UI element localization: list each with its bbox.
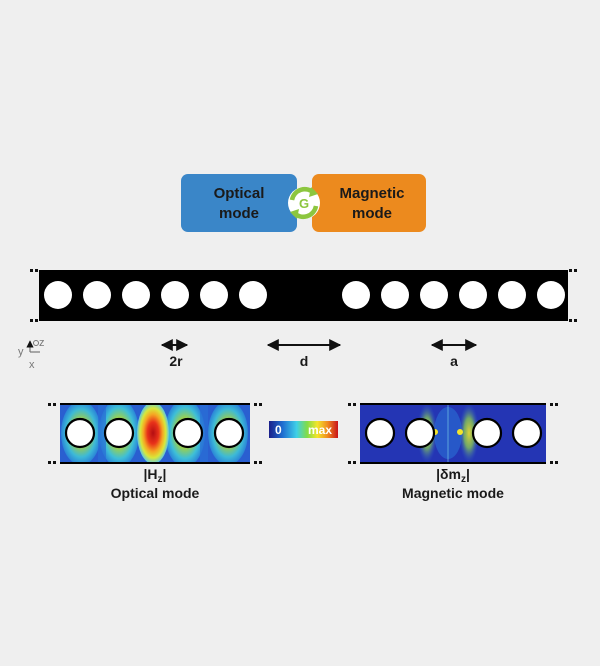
magnetic-mode-caption: Magnetic mode [402, 485, 504, 501]
magnetic-panel-dots [348, 403, 558, 464]
waveguide-hole [161, 281, 189, 309]
coupling-g-label: G [299, 196, 309, 211]
waveguide-hole [498, 281, 526, 309]
magnetic-mode-panel: |δmz| Magnetic mode [348, 403, 558, 501]
field-panel-hole [172, 417, 204, 449]
axes-indicator: y z x [18, 337, 45, 371]
field-panel-hole [471, 417, 503, 449]
colorbar-max-label: max [308, 423, 332, 437]
field-panel-hole [213, 417, 245, 449]
field-panel-hole [364, 417, 396, 449]
waveguide-hole [381, 281, 409, 309]
waveguide-holes [44, 281, 565, 309]
waveguide-hole [537, 281, 565, 309]
waveguide-continuation-dots [30, 269, 577, 322]
coupling-cycle-icon: G [288, 187, 320, 219]
axis-x-label: x [29, 359, 35, 371]
waveguide-hole [239, 281, 267, 309]
colorbar: 0 max [269, 421, 338, 438]
waveguide-hole [420, 281, 448, 309]
waveguide-hole [122, 281, 150, 309]
waveguide-hole [342, 281, 370, 309]
axis-y-label: y [18, 346, 24, 358]
axis-z-label: z [39, 337, 45, 349]
coupling-scheme: Optical mode Magnetic mode G [181, 174, 426, 232]
field-panel-hole [511, 417, 543, 449]
colorbar-min-label: 0 [275, 423, 282, 437]
waveguide-hole [44, 281, 72, 309]
dimension-a: a [430, 339, 478, 369]
optical-quantity-label: |Hz| [144, 466, 167, 485]
optical-panel-dots [48, 403, 262, 464]
waveguide-beam [39, 270, 568, 321]
dimension-2r: 2r [160, 339, 189, 369]
optical-box-line2: mode [219, 205, 259, 222]
waveguide [30, 269, 577, 322]
optical-mode-panel: |Hz| Optical mode [48, 403, 262, 501]
dimension-2r-label: 2r [169, 353, 183, 369]
dimension-a-label: a [450, 353, 458, 369]
optical-mode-caption: Optical mode [111, 485, 200, 501]
magnetic-panel-holes [364, 417, 543, 449]
optical-box-line1: Optical [214, 185, 265, 202]
waveguide-hole [459, 281, 487, 309]
waveguide-hole [200, 281, 228, 309]
optical-mode-box [181, 174, 297, 232]
field-panel-hole [64, 417, 96, 449]
magnetic-mode-box [312, 174, 426, 232]
field-panel-hole [103, 417, 135, 449]
waveguide-hole [83, 281, 111, 309]
magnetic-box-line1: Magnetic [339, 185, 404, 202]
dimension-d: d [266, 339, 342, 369]
field-panel-hole [404, 417, 436, 449]
dimension-d-label: d [300, 353, 309, 369]
optical-panel-holes [64, 417, 245, 449]
magnetic-quantity-label: |δmz| [436, 466, 470, 485]
magnetic-box-line2: mode [352, 205, 392, 222]
